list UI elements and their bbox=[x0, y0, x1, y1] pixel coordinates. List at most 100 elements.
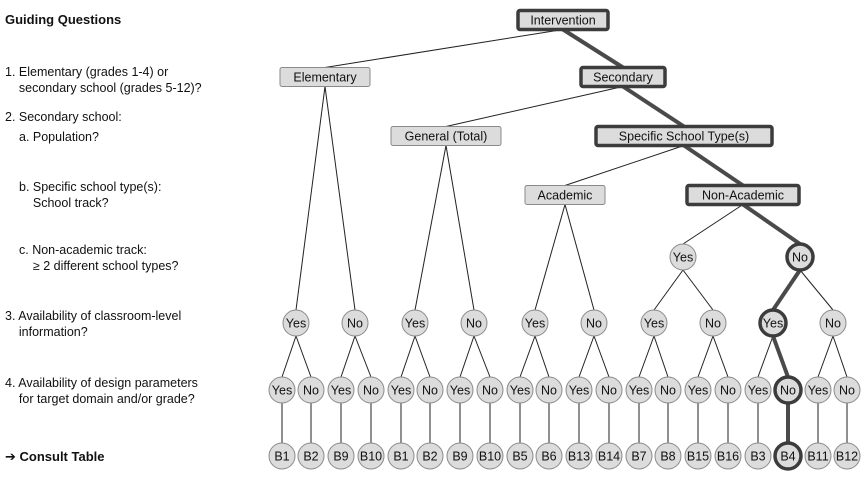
non-academic-node: Non-Academic bbox=[685, 183, 801, 207]
classroom-info-no-node: No bbox=[341, 309, 369, 337]
non-academic-no-node-label: No bbox=[792, 251, 808, 265]
guiding-questions-title: Guiding Questions bbox=[5, 12, 122, 27]
classroom-info-yes-node: Yes bbox=[521, 309, 549, 337]
tree-edge bbox=[459, 335, 475, 378]
tree-edges bbox=[281, 27, 848, 443]
table-b15-node-label: B15 bbox=[687, 450, 709, 464]
tree-edge bbox=[653, 269, 684, 311]
table-b14-node-label: B14 bbox=[598, 450, 620, 464]
academic-node: Academic bbox=[524, 185, 606, 205]
general-total-node: General (Total) bbox=[390, 126, 502, 146]
table-b1-node: B1 bbox=[268, 442, 296, 470]
tree-edge bbox=[638, 335, 655, 378]
classroom-info-yes-node-label: Yes bbox=[525, 317, 545, 331]
design-params-no-node-label: No bbox=[482, 384, 498, 398]
design-params-no-node: No bbox=[833, 376, 861, 404]
table-b8-node-label: B8 bbox=[660, 450, 675, 464]
classroom-info-yes-node-label: Yes bbox=[763, 317, 783, 331]
design-params-yes-node: Yes bbox=[327, 376, 355, 404]
design-params-no-node-label: No bbox=[303, 384, 319, 398]
tree-edge bbox=[621, 84, 686, 129]
design-params-yes-node-label: Yes bbox=[748, 384, 768, 398]
classroom-info-yes-node-label: Yes bbox=[286, 317, 306, 331]
classroom-info-yes-node: Yes bbox=[401, 309, 429, 337]
tree-edge bbox=[324, 86, 356, 311]
tree-edge bbox=[400, 335, 416, 378]
tree-edge bbox=[324, 29, 564, 68]
question-2: 2. Secondary school: bbox=[5, 110, 122, 124]
table-b9-node-label: B9 bbox=[452, 450, 467, 464]
design-params-yes-node: Yes bbox=[446, 376, 474, 404]
classroom-info-yes-node-label: Yes bbox=[405, 317, 425, 331]
non-academic-yes-node-label: Yes bbox=[673, 251, 693, 265]
question-3: 3. Availability of classroom-level infor… bbox=[5, 309, 182, 339]
classroom-info-no-node-label: No bbox=[825, 317, 841, 331]
design-params-no-node: No bbox=[595, 376, 623, 404]
table-b16-node-label: B16 bbox=[717, 450, 739, 464]
design-params-yes-node-label: Yes bbox=[688, 384, 708, 398]
design-params-no-node: No bbox=[476, 376, 504, 404]
elementary-node-label: Elementary bbox=[293, 71, 357, 85]
secondary-node: Secondary bbox=[579, 65, 667, 89]
classroom-info-yes-node: Yes bbox=[282, 309, 310, 337]
tree-edge bbox=[445, 145, 475, 311]
tree-edge bbox=[593, 335, 610, 378]
tree-edge bbox=[682, 204, 744, 245]
table-b10-node-label: B10 bbox=[360, 450, 382, 464]
classroom-info-no-node: No bbox=[580, 309, 608, 337]
table-b13-node: B13 bbox=[565, 442, 593, 470]
design-params-yes-node-label: Yes bbox=[808, 384, 828, 398]
table-b9-node-label: B9 bbox=[333, 450, 348, 464]
tree-edge bbox=[697, 335, 714, 378]
design-params-no-node: No bbox=[773, 375, 803, 405]
table-b6-node-label: B6 bbox=[541, 450, 556, 464]
specific-school-types-node: Specific School Type(s) bbox=[594, 124, 774, 148]
intervention-node-label: Intervention bbox=[530, 14, 595, 28]
question-4: 4. Availability of design parameters for… bbox=[5, 376, 198, 406]
tree-edge bbox=[519, 335, 536, 378]
design-params-no-node-label: No bbox=[541, 384, 557, 398]
general-total-node-label: General (Total) bbox=[405, 130, 488, 144]
classroom-info-yes-node-label: Yes bbox=[644, 317, 664, 331]
table-b13-node-label: B13 bbox=[568, 450, 590, 464]
tree-edge bbox=[354, 335, 372, 378]
tree-edge bbox=[682, 269, 714, 311]
design-params-no-node-label: No bbox=[660, 384, 676, 398]
table-b3-node-label: B3 bbox=[750, 450, 765, 464]
table-b11-node-label: B11 bbox=[807, 450, 828, 464]
tree-edge bbox=[564, 145, 685, 186]
tree-edge bbox=[295, 335, 312, 378]
question-2a: a. Population? bbox=[19, 130, 99, 144]
classroom-info-no-node-label: No bbox=[705, 317, 721, 331]
tree-edge bbox=[741, 202, 802, 246]
classroom-info-no-node: No bbox=[699, 309, 727, 337]
tree-edge bbox=[414, 335, 431, 378]
tree-edge bbox=[295, 86, 326, 311]
tree-edge bbox=[564, 204, 595, 311]
tree-edge bbox=[771, 268, 802, 312]
classroom-info-no-node-label: No bbox=[347, 317, 363, 331]
design-params-yes-node-label: Yes bbox=[510, 384, 530, 398]
question-2b: b. Specific school type(s): School track… bbox=[19, 180, 162, 210]
tree-edge bbox=[682, 143, 745, 188]
design-params-no-node: No bbox=[535, 376, 563, 404]
design-params-yes-node-label: Yes bbox=[391, 384, 411, 398]
design-params-no-node-label: No bbox=[422, 384, 438, 398]
table-b15-node: B15 bbox=[684, 442, 712, 470]
table-b12-node-label: B12 bbox=[836, 450, 858, 464]
academic-node-label: Academic bbox=[538, 189, 593, 203]
design-params-no-node-label: No bbox=[601, 384, 617, 398]
classroom-info-no-node: No bbox=[819, 309, 847, 337]
table-b6-node: B6 bbox=[535, 442, 563, 470]
design-params-yes-node: Yes bbox=[684, 376, 712, 404]
guiding-questions-panel: Guiding Questions 1. Elementary (grades … bbox=[0, 0, 250, 480]
table-b9-node: B9 bbox=[327, 442, 355, 470]
design-params-no-node: No bbox=[297, 376, 325, 404]
design-params-no-node: No bbox=[714, 376, 742, 404]
question-2c: c. Non-academic track: ≥ 2 different sch… bbox=[19, 243, 179, 273]
design-params-yes-node-label: Yes bbox=[331, 384, 351, 398]
secondary-node-label: Secondary bbox=[593, 71, 654, 85]
table-b2-node: B2 bbox=[416, 442, 444, 470]
